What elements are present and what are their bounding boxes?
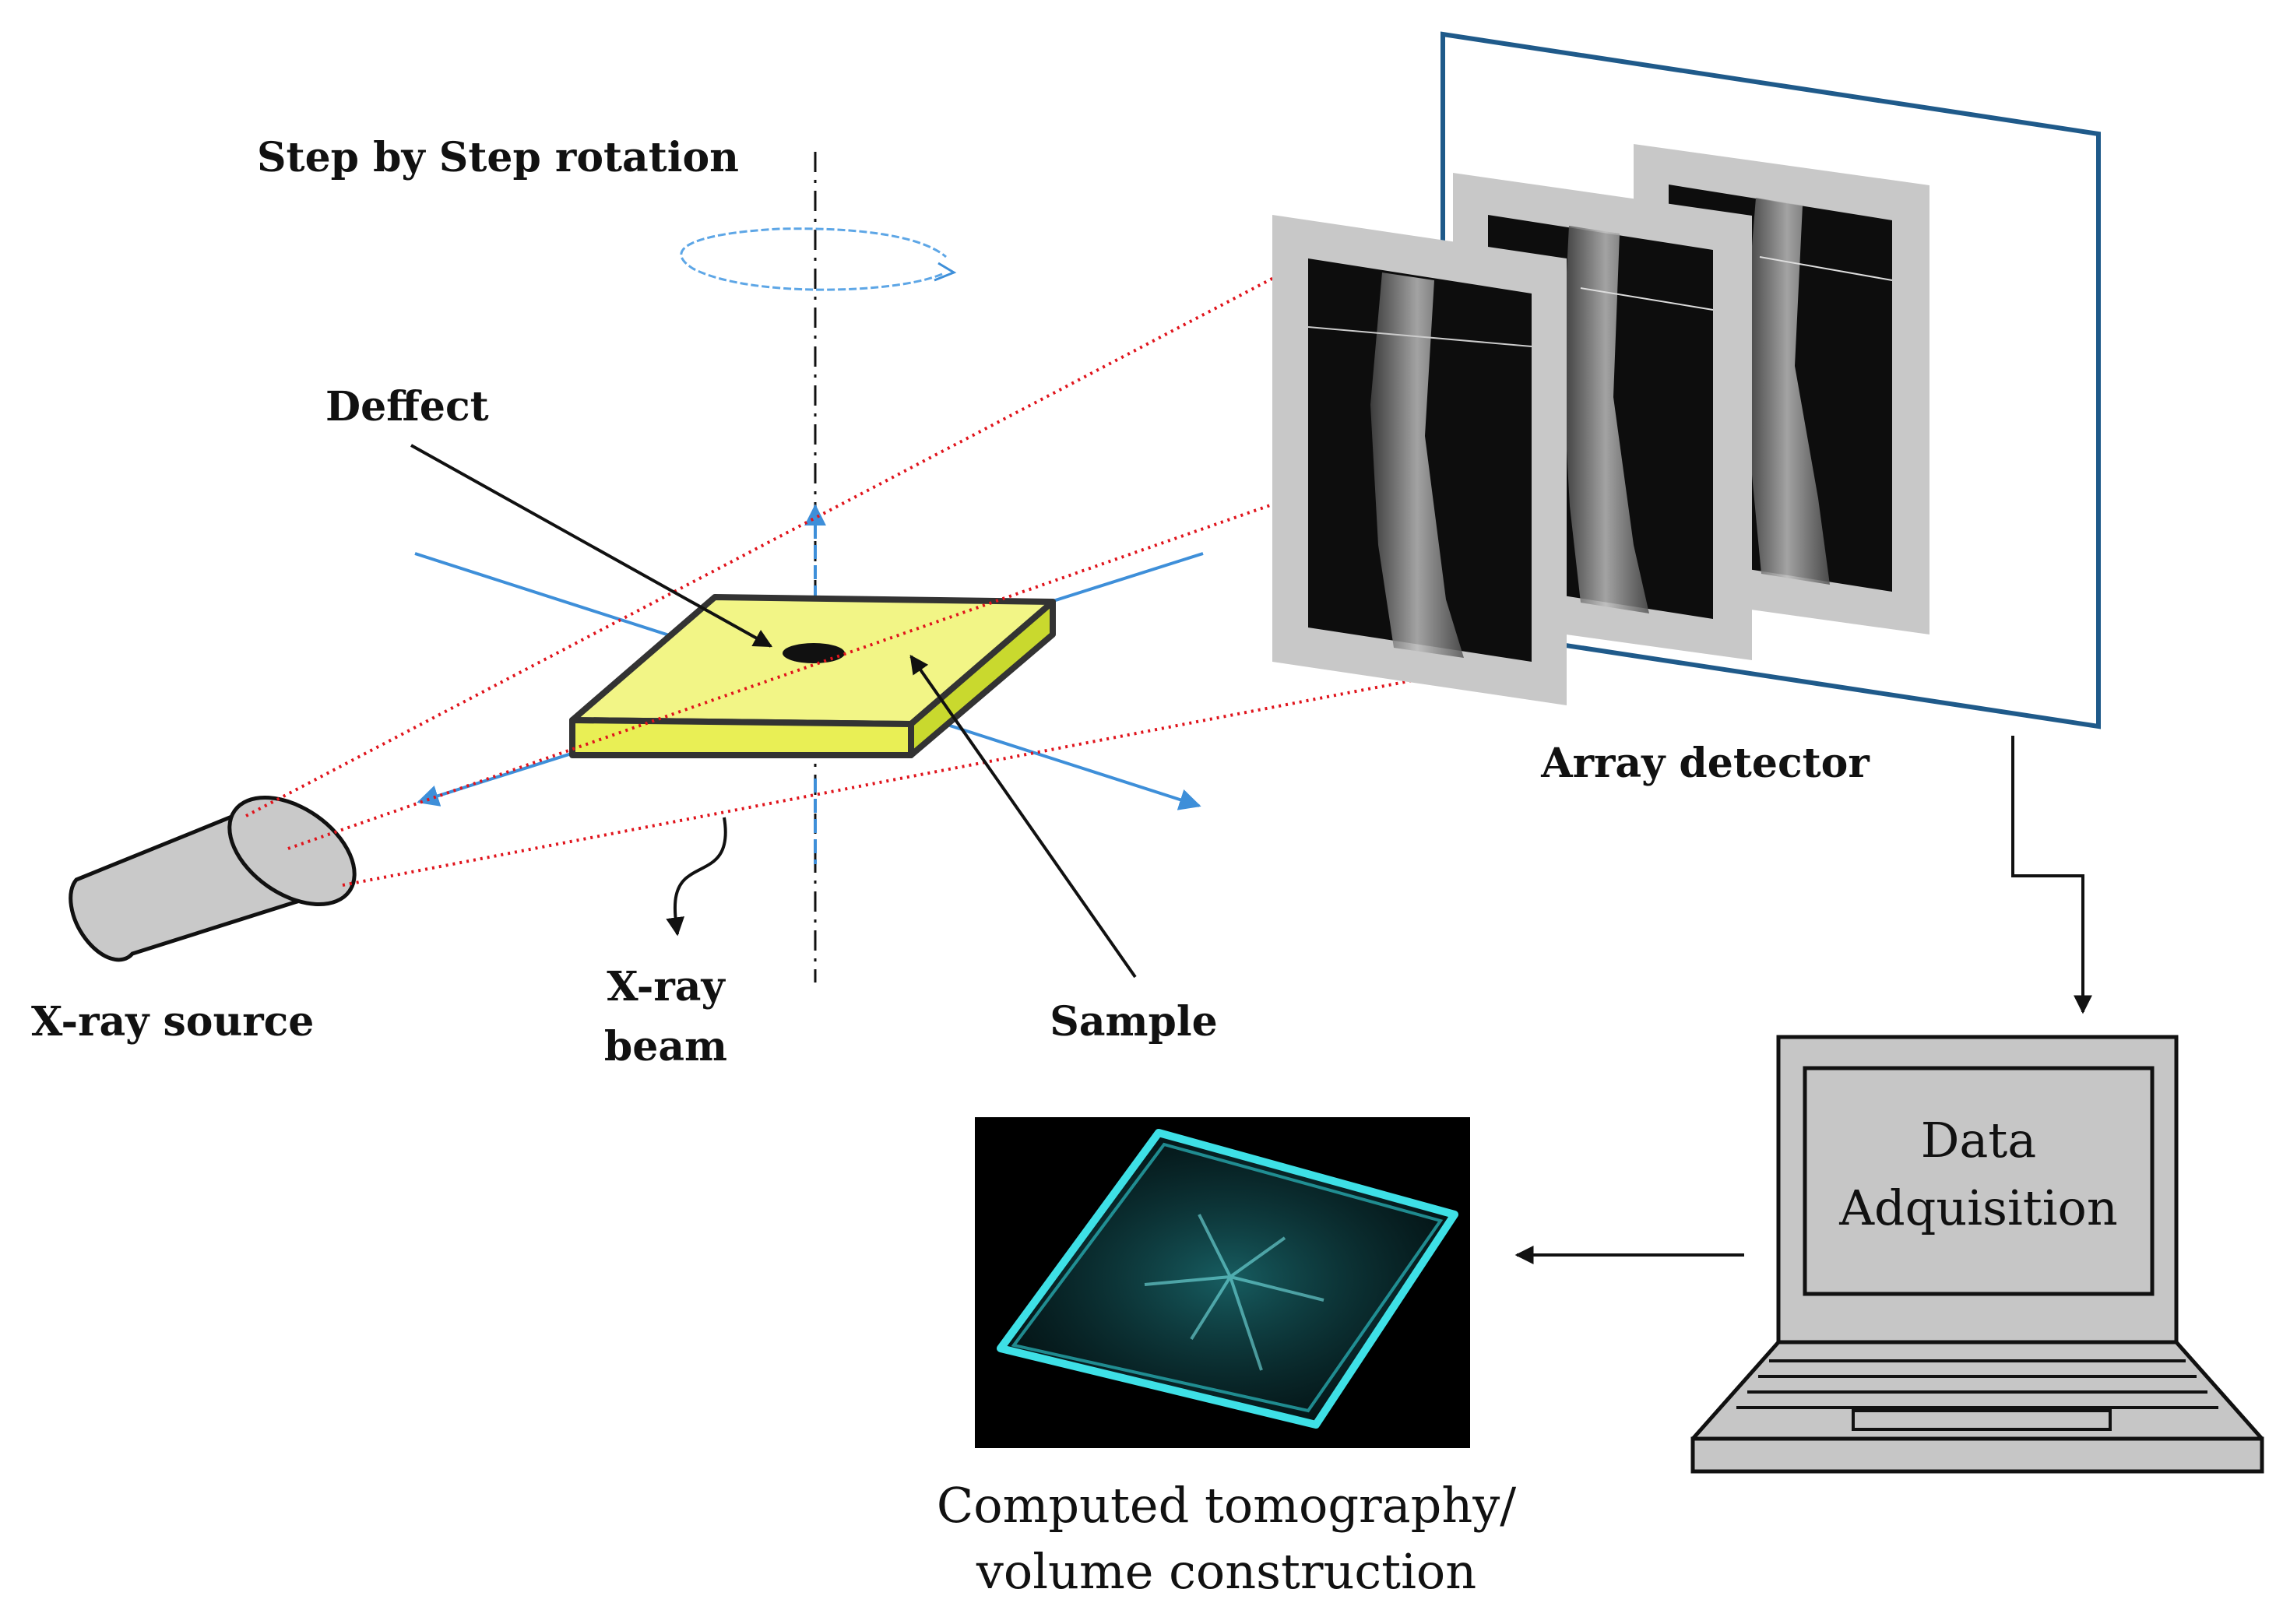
- data-acquisition-label-line1: Data: [1921, 1112, 2037, 1169]
- array-detector-label: Array detector: [1540, 740, 1870, 787]
- xray-beam-lines: [245, 263, 1511, 887]
- ct-label-line1: Computed tomography/: [937, 1477, 1516, 1534]
- defect-label: Deffect: [325, 383, 489, 431]
- leader-arrows: [410, 444, 2092, 1264]
- xray-source-label: X-ray source: [31, 998, 314, 1046]
- sample-slab: [569, 594, 1056, 758]
- projection-image-front: [1272, 215, 1567, 705]
- sample-label: Sample: [1050, 998, 1217, 1046]
- xray-beam-label-line1: X-ray: [607, 963, 726, 1011]
- data-acquisition-label-line2: Adquisition: [1838, 1179, 2118, 1236]
- ct-label-line2: volume construction: [976, 1543, 1476, 1600]
- xray-beam-label-line2: beam: [604, 1023, 727, 1070]
- array-detector: [1272, 31, 2101, 729]
- rotation-label: Step by Step rotation: [257, 134, 739, 181]
- xray-source-icon: [69, 795, 357, 962]
- ct-volume-image: [975, 1117, 1470, 1448]
- defect-hole: [783, 643, 845, 663]
- laptop-icon: [1690, 1035, 2264, 1474]
- rotation-arrow-icon: [680, 227, 957, 291]
